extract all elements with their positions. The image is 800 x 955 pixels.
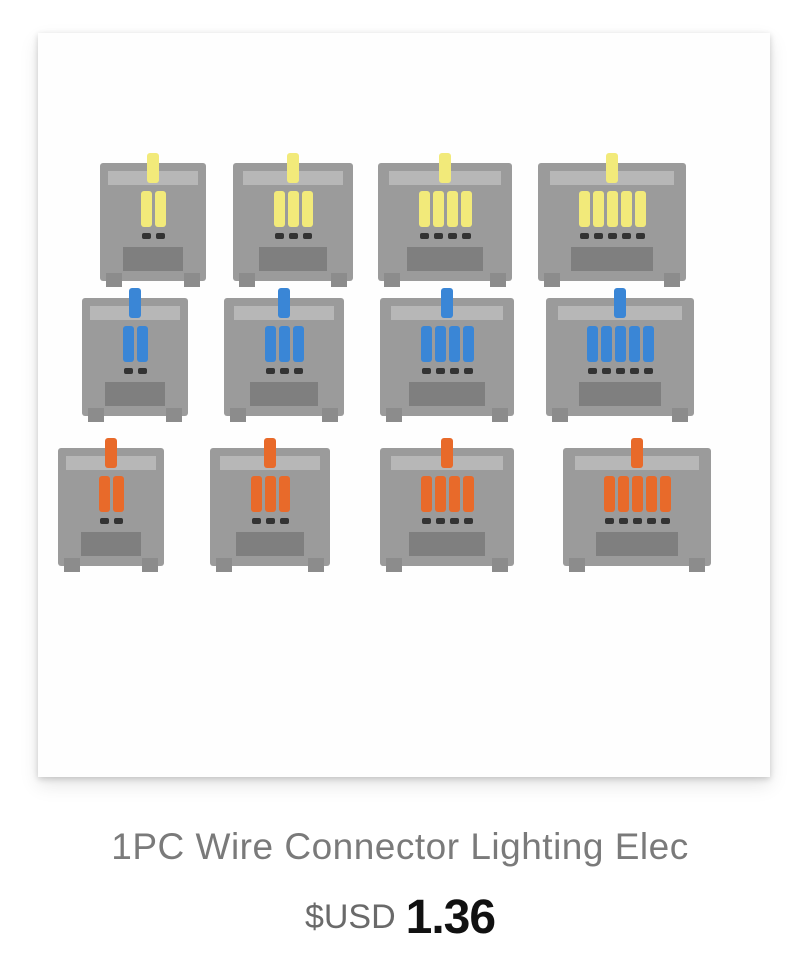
blue-connector-2-pole [82,288,188,422]
product-title[interactable]: 1PC Wire Connector Lighting Elec [111,826,689,867]
blue-connector-4-pole [380,288,514,422]
product-image [38,33,770,777]
orange-connector-2-pole [58,438,164,572]
orange-connector-5-pole [563,438,711,572]
price-amount: 1.36 [405,891,496,944]
yellow-connector-5-pole [538,153,686,287]
yellow-connector-4-pole [378,153,512,287]
blue-connector-3-pole [224,288,344,422]
yellow-connector-3-pole [233,153,353,287]
yellow-connector-2-pole [100,153,206,287]
orange-connector-3-pole [210,438,330,572]
currency-label: $USD [304,898,396,936]
blue-connector-5-pole [546,288,694,422]
product-image-frame[interactable] [38,33,770,777]
orange-connector-4-pole [380,438,514,572]
